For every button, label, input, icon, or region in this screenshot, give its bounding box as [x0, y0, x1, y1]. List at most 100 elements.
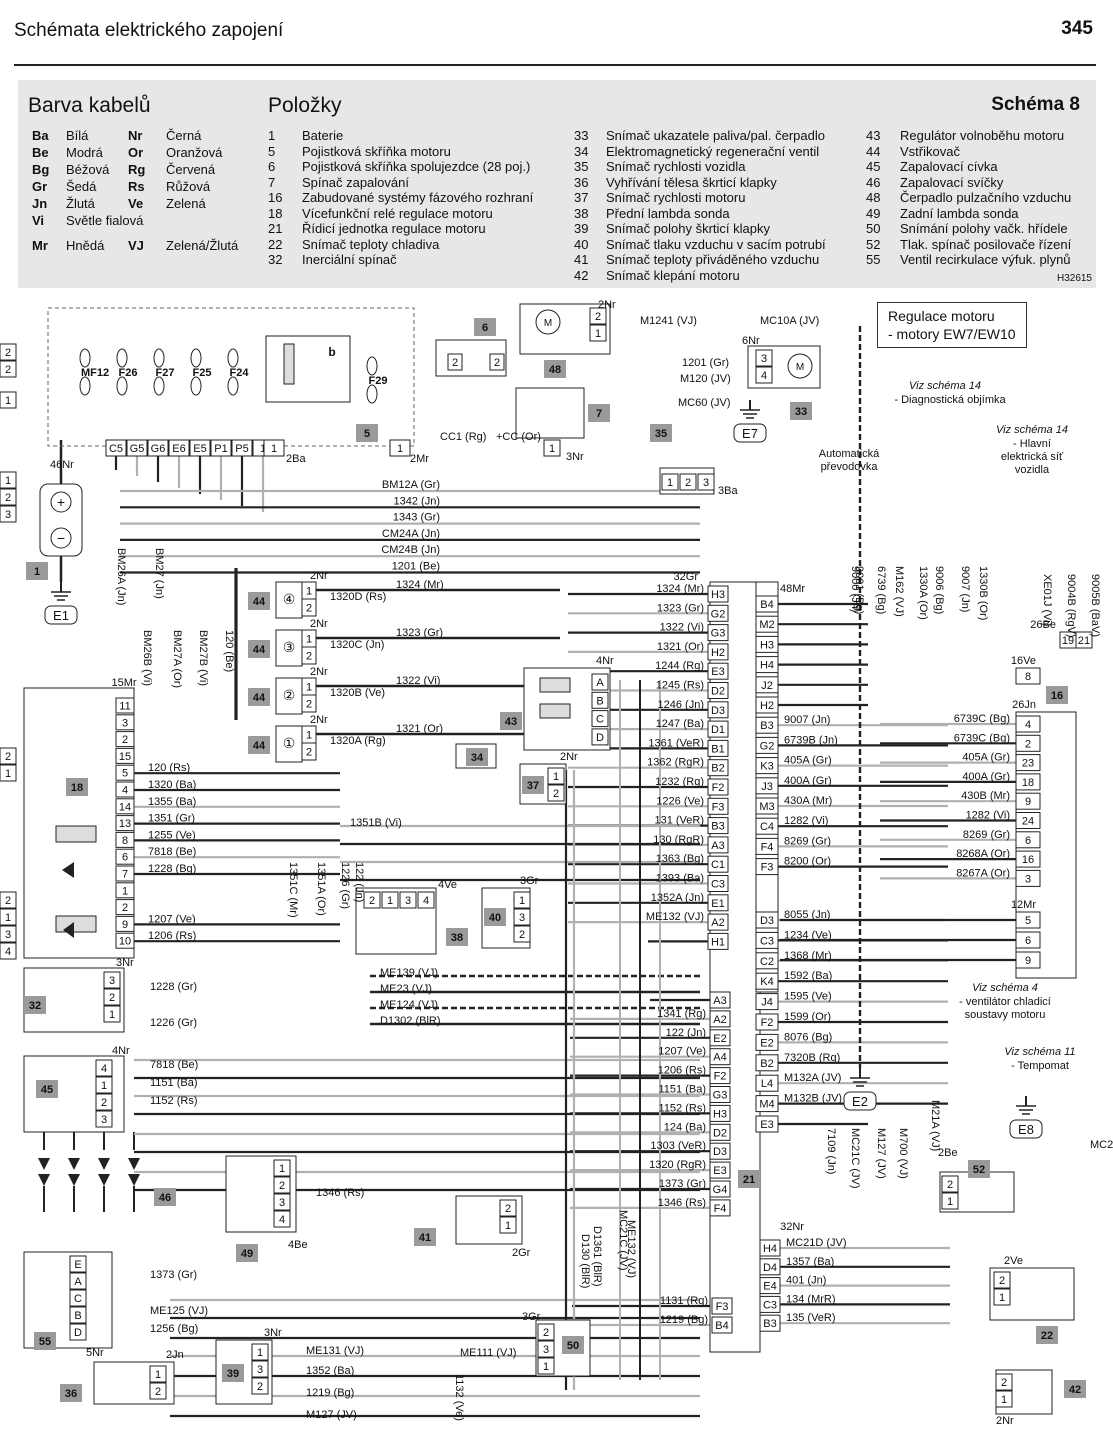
- coil-icon: [539, 677, 571, 693]
- component-number: 6: [482, 322, 488, 334]
- item-number: 50: [866, 221, 881, 236]
- pin-label: G2: [711, 608, 726, 620]
- item-number: 21: [268, 221, 283, 236]
- item-number: 5: [268, 143, 276, 159]
- reg-pin: [591, 673, 609, 691]
- pin-label: G2: [760, 740, 775, 752]
- conn16-pin: [1015, 715, 1041, 733]
- ecu-pin: [707, 875, 729, 892]
- color-name: Světle fialová: [66, 213, 144, 228]
- component-number: 46: [159, 1192, 171, 1204]
- comp-pin: [273, 1176, 291, 1194]
- comp-pin: [251, 1343, 269, 1361]
- wire-label: 1207 (Ve): [148, 913, 196, 925]
- conn16-pin: [1015, 754, 1041, 772]
- pin-label: 2: [306, 603, 312, 615]
- conn16-pin: [1015, 931, 1041, 949]
- wire-label: 1320C (Jn): [330, 639, 384, 651]
- ecu-pin: [707, 643, 729, 661]
- pin-label: 2: [155, 1386, 161, 1398]
- component-badge: [1064, 1380, 1086, 1398]
- pin-label: 5: [122, 768, 128, 780]
- wire-label: 1393 (Ba): [656, 873, 704, 885]
- fuse-pin: [189, 439, 211, 457]
- ecu-pin: [755, 1013, 779, 1031]
- pin-label: F2: [714, 1071, 727, 1083]
- wire-label: D130 (BlR): [579, 1234, 591, 1288]
- ecu-pin: [755, 1033, 779, 1051]
- item-number: 1: [268, 128, 276, 143]
- wire-label: BM12A (Gr): [382, 479, 440, 491]
- comp-pin: [0, 505, 17, 523]
- comp-pin: [543, 439, 561, 457]
- comp-pin: [273, 1193, 291, 1211]
- comp-pin: [103, 1005, 121, 1023]
- pin-label: 3: [5, 509, 11, 521]
- wire-label: 2Nr: [310, 618, 328, 630]
- ecu-pin: [709, 1029, 731, 1047]
- pin-label: C1: [711, 859, 725, 871]
- item-text: Tlak. spínač posilovače řízení: [900, 236, 1072, 252]
- fuse-pin: [168, 439, 190, 457]
- pin-count: 2Nr: [996, 1415, 1014, 1427]
- header-divider: [14, 64, 1096, 66]
- pin-label: 1: [595, 328, 601, 340]
- component-number: 41: [419, 1232, 431, 1244]
- relay-pin: [115, 714, 135, 731]
- pin-label: 3: [543, 1344, 549, 1356]
- auto-note: Automatická převodovka: [818, 448, 880, 473]
- page-number: 345: [1061, 18, 1093, 39]
- color-code: Ba: [32, 128, 49, 143]
- injector-symbol: ①: [283, 735, 296, 751]
- ecu-pin: [755, 972, 779, 990]
- pin-label: E6: [172, 443, 185, 455]
- pin-label: 1: [397, 443, 403, 455]
- ecu-pin: [755, 993, 779, 1011]
- pin-count: 32Gr: [674, 571, 699, 583]
- relay-pin: [115, 848, 135, 865]
- pin-count: 5Nr: [86, 1347, 104, 1359]
- pin-label: 3: [761, 353, 767, 365]
- wire-label: 120 (Rs): [148, 762, 190, 774]
- ecu-pin: [707, 836, 729, 854]
- pin-label: H3: [711, 589, 725, 601]
- relay-pin: [115, 697, 135, 714]
- pin-label: 1: [122, 885, 128, 897]
- pin-label: J2: [761, 680, 773, 692]
- comp-pin: [0, 391, 17, 409]
- pin-label: D3: [713, 1146, 727, 1158]
- color-code: Be: [32, 145, 49, 160]
- item-number: 45: [866, 159, 881, 174]
- pin-count: 3Ba: [718, 485, 738, 497]
- wire-label: M162 (VJ): [893, 566, 905, 617]
- comp-pin: [513, 925, 531, 943]
- wire-label: 1226 (Ve): [656, 795, 704, 807]
- fuse-icon: [227, 348, 239, 368]
- comp-pin: [537, 1323, 555, 1341]
- ecu-pin: [709, 1123, 731, 1141]
- spark-plug-icon: [38, 1174, 50, 1186]
- pin-label: F4: [761, 841, 774, 853]
- wire-label: ME132 (VJ): [625, 1220, 637, 1278]
- diagram-title-line2: - motory EW7/EW10: [888, 326, 1016, 342]
- pin-label: B4: [760, 599, 773, 611]
- conn16-pin: [1015, 951, 1041, 969]
- pin-label: 3: [109, 975, 115, 987]
- pin-label: 7: [122, 869, 128, 881]
- pin-count: 12Mr: [1011, 899, 1036, 911]
- wire-label: 400A (Gr): [962, 771, 1010, 783]
- pin-label: A4: [713, 1052, 726, 1064]
- pin-label: 1: [5, 912, 11, 924]
- ecu-pin: [755, 931, 779, 949]
- comp-pin: [399, 891, 417, 909]
- pin-label: 1: [549, 443, 555, 455]
- item-text: Zadní lambda sonda: [900, 205, 1019, 221]
- wire-label: 430A (Mr): [784, 795, 832, 807]
- pin-label: 2: [5, 364, 11, 376]
- figure-ref: H32615: [1056, 273, 1092, 284]
- item-text: Snímač klepání motoru: [606, 267, 740, 283]
- comp-pin: [149, 1365, 167, 1383]
- ecu-pin: [709, 1048, 731, 1066]
